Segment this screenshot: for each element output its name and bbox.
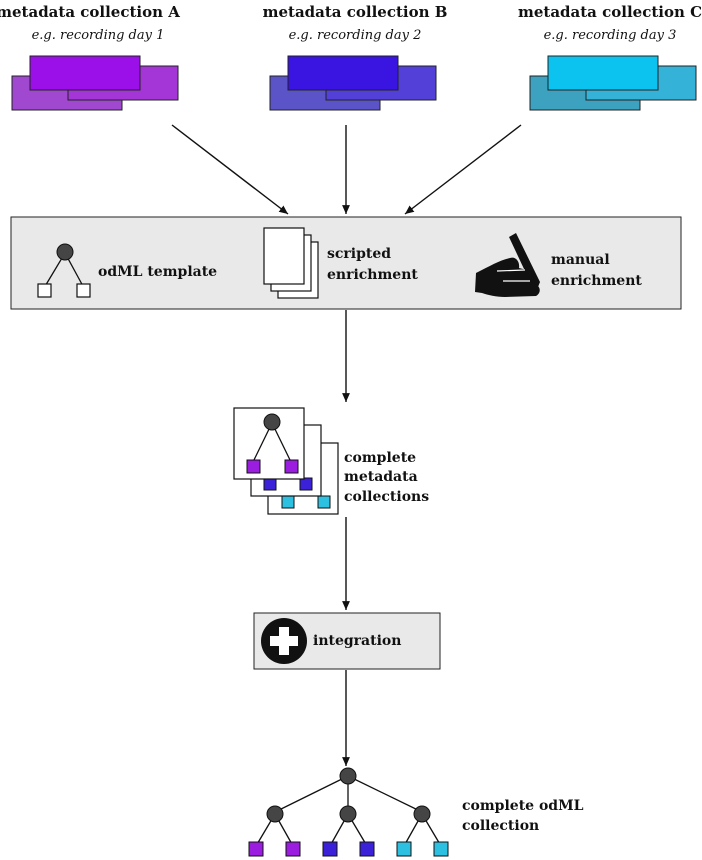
manual-enrichment-label-line1: manual: [551, 252, 610, 268]
enrichment-panel: odML template scripted enrichment manual…: [10, 216, 682, 310]
collection-b-stack-icon: [269, 55, 437, 111]
collection-b: metadata collection B e.g. recording day…: [263, 3, 448, 111]
final-collection-label-line1: complete odML: [462, 798, 584, 814]
complete-collections-label-line1: complete: [344, 450, 416, 466]
manual-enrichment-label-line2: enrichment: [551, 273, 642, 289]
hand-writing-icon: [475, 233, 540, 297]
complete-collections-label-line2: metadata: [344, 469, 418, 485]
collection-b-title: metadata collection B: [263, 3, 448, 21]
odml-template-label: odML template: [98, 264, 217, 280]
collection-a: metadata collection A e.g. recording day…: [0, 3, 180, 111]
collection-c: metadata collection C e.g. recording day…: [518, 3, 702, 111]
final-odml-tree-icon: [248, 767, 449, 857]
collection-c-title: metadata collection C: [518, 3, 702, 21]
collection-c-stack-icon: [529, 55, 697, 111]
plus-icon: [261, 618, 307, 664]
collection-a-title: metadata collection A: [0, 3, 180, 21]
complete-collections-label-line3: collections: [344, 489, 429, 505]
document-stack-icon: [263, 227, 319, 299]
integration-label: integration: [313, 633, 401, 649]
scripted-enrichment-label-line1: scripted: [327, 246, 391, 262]
arrow-a-to-enrichment: [171, 124, 289, 215]
collection-b-subtitle: e.g. recording day 2: [289, 28, 422, 43]
collection-a-stack-icon: [11, 55, 179, 111]
collection-a-subtitle: e.g. recording day 1: [32, 28, 165, 43]
collection-c-subtitle: e.g. recording day 3: [544, 28, 677, 43]
arrow-c-to-enrichment: [404, 124, 522, 215]
odml-template-icon: [37, 243, 91, 298]
final-collection-label-line2: collection: [462, 818, 539, 834]
integration-panel: integration: [253, 612, 441, 670]
complete-collections-icon: [233, 407, 339, 515]
scripted-enrichment-label-line2: enrichment: [327, 267, 418, 283]
